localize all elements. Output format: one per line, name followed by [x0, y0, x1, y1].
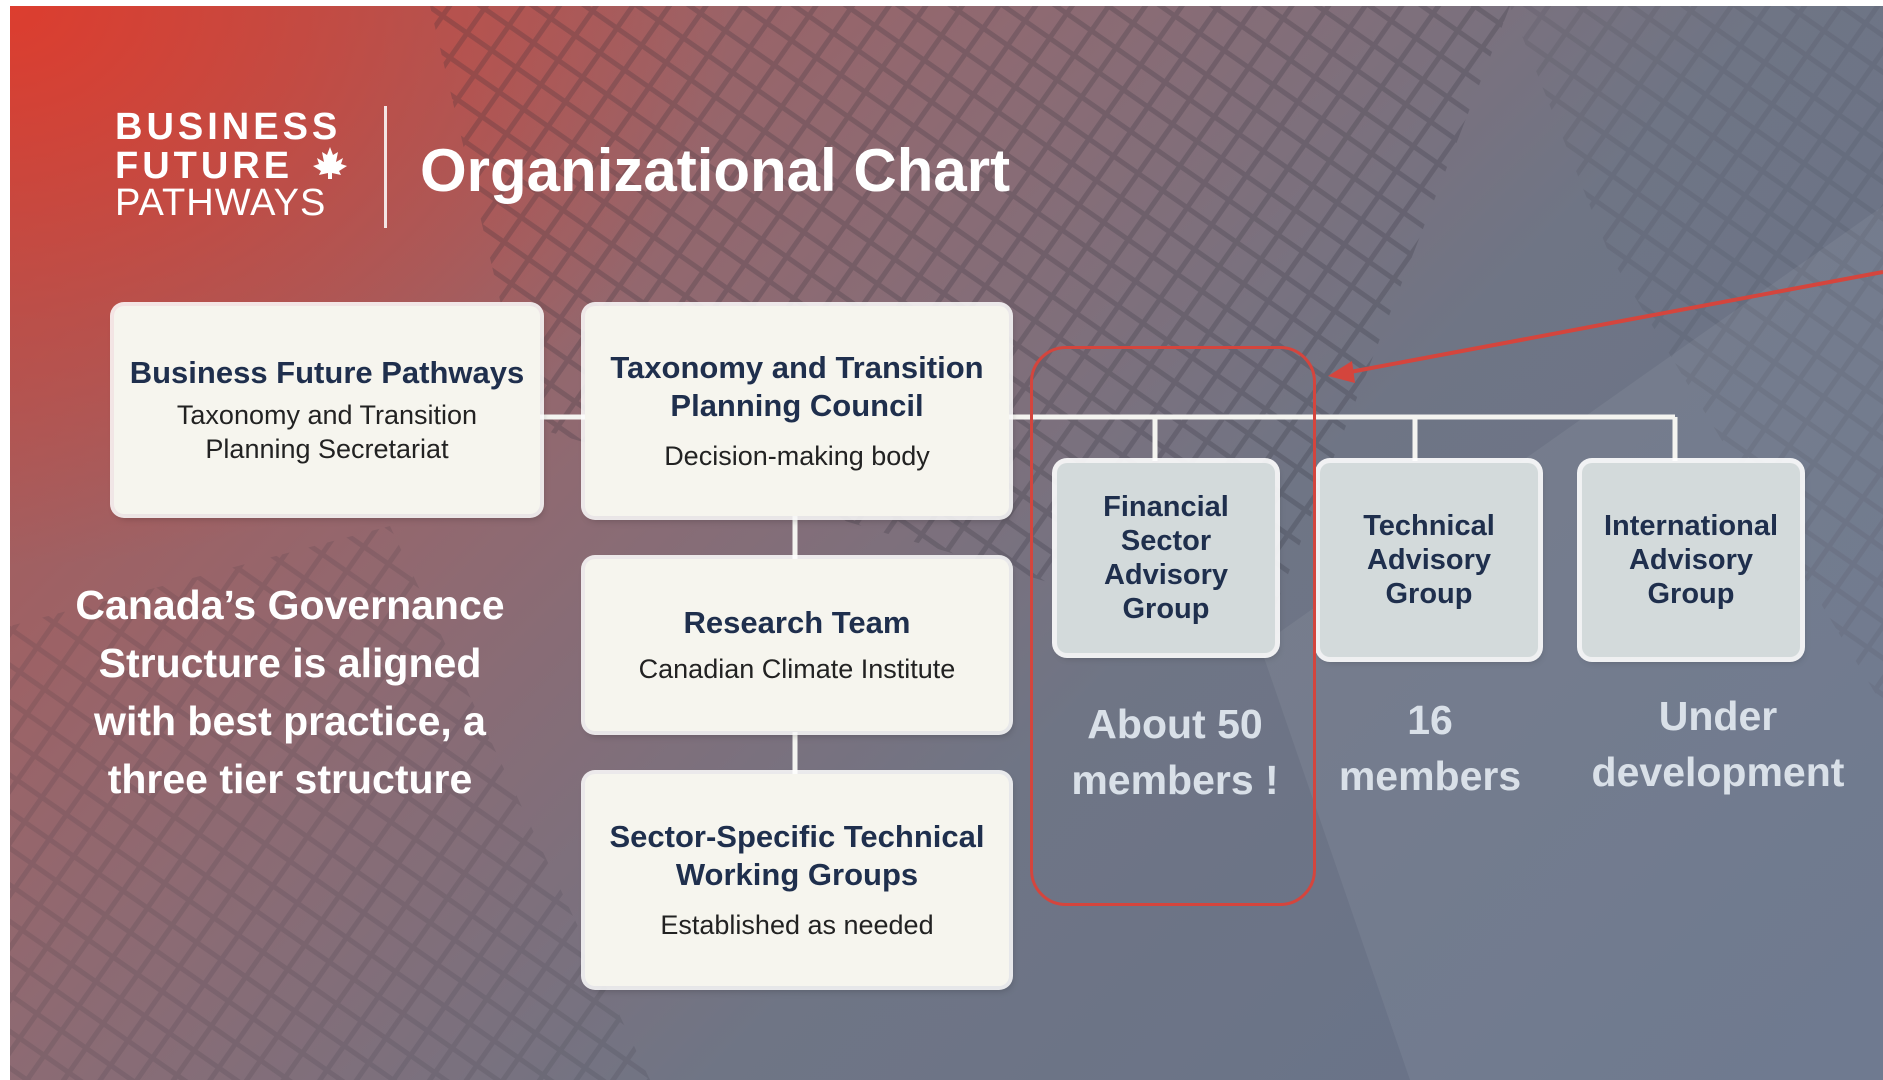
- logo-line-business: BUSINESS: [115, 106, 342, 148]
- bfp-logo: BUSINESS FUTURE PATHWAYS: [115, 106, 365, 224]
- financial-members-note: About 50 members !: [1071, 701, 1279, 803]
- working-groups-box: Sector-Specific Technical Working Groups…: [585, 774, 1009, 986]
- research-title: Research Team: [683, 605, 911, 640]
- working-groups-title: Sector-Specific Technical Working Groups: [609, 819, 985, 892]
- advisory-group-technical: Technical Advisory Group: [1320, 463, 1538, 657]
- technical-members-note: 16 members: [1338, 697, 1522, 799]
- council-box: Taxonomy and Transition Planning Council…: [585, 306, 1009, 516]
- slide: BUSINESS FUTURE PATHWAYS Organizational …: [10, 6, 1883, 1080]
- logo-line-future: FUTURE: [115, 146, 365, 185]
- research-subtitle: Canadian Climate Institute: [638, 654, 956, 684]
- council-title: Taxonomy and Transition Planning Council: [610, 350, 984, 423]
- governance-caption: Canada’s Governance Structure is aligned…: [75, 582, 505, 802]
- maple-leaf-icon: [312, 147, 347, 179]
- highlight-outline: [1030, 346, 1316, 906]
- logo-line-pathways: PATHWAYS: [115, 182, 327, 224]
- international-status-note: Under development: [1591, 693, 1845, 795]
- research-box: Research Team Canadian Climate Institute: [585, 559, 1009, 731]
- secretariat-title: Business Future Pathways: [129, 355, 525, 390]
- logo-divider: [384, 106, 387, 228]
- connector-lines: [540, 270, 1883, 782]
- council-subtitle: Decision-making body: [664, 441, 930, 471]
- pointer-arrow: [1328, 270, 1883, 383]
- page-title: Organizational Chart: [420, 137, 1011, 204]
- advisory-group-international: International Advisory Group: [1582, 463, 1800, 657]
- working-groups-subtitle: Established as needed: [660, 910, 934, 940]
- secretariat-box: Business Future Pathways Taxonomy and Tr…: [114, 306, 540, 514]
- secretariat-subtitle: Taxonomy and Transition Planning Secreta…: [176, 400, 478, 464]
- advisory-group-financial: Financial Sector Advisory Group: [1057, 463, 1275, 653]
